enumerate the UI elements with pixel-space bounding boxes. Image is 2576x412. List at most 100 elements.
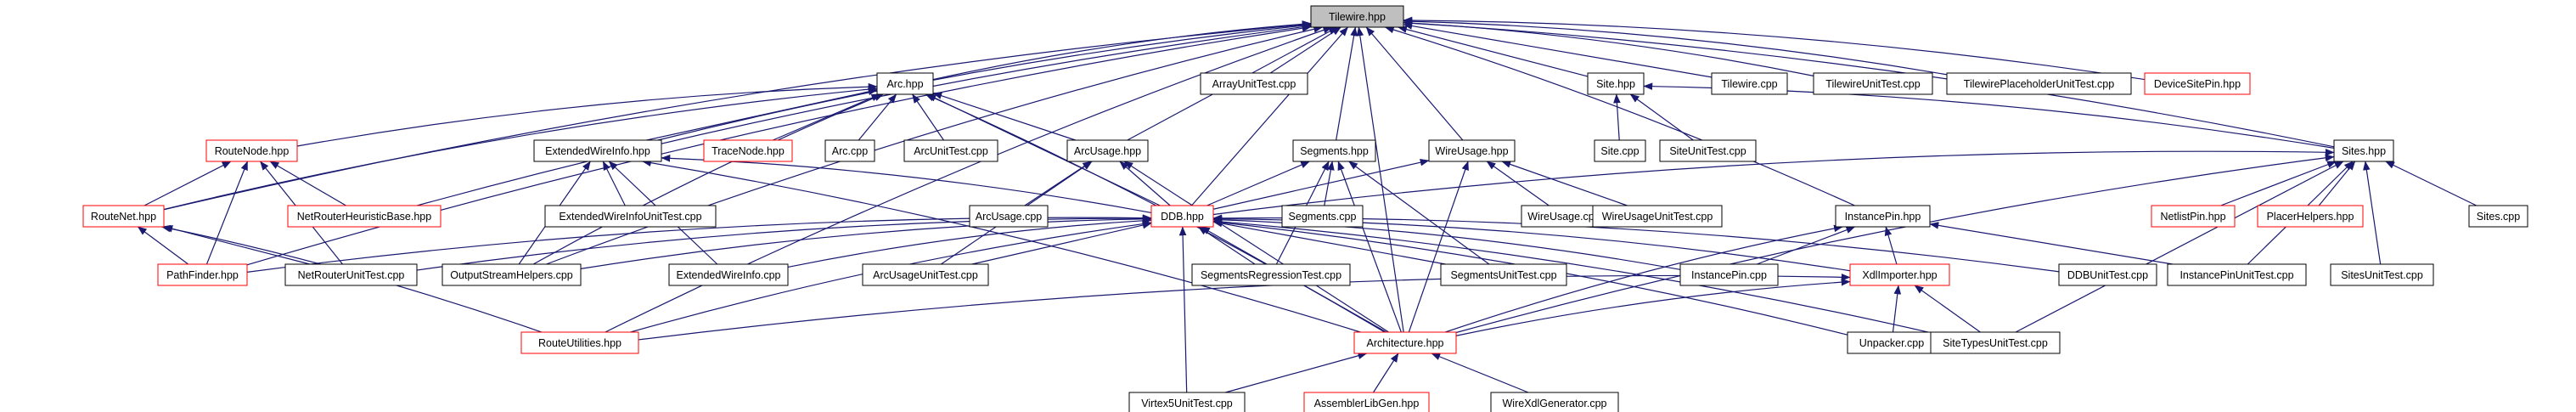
node-label: Segments.hpp bbox=[1300, 145, 1369, 157]
edge-extendedwireinfo_hpp-to-tilewire_hpp bbox=[657, 21, 1312, 141]
node-extendedwireinfo-cpp[interactable]: ExtendedWireInfo.cpp bbox=[668, 263, 789, 286]
node-label: WireUsage.cpp bbox=[1527, 211, 1600, 223]
edge-tracenode_hpp-to-arc_hpp bbox=[773, 93, 881, 141]
node-ddbunittest-cpp[interactable]: DDBUnitTest.cpp bbox=[2058, 263, 2157, 286]
edge-architecture_hpp-to-segments_hpp bbox=[1337, 161, 1402, 333]
edge-routenet_hpp-to-tilewire_hpp bbox=[163, 20, 1312, 211]
edge-sitesunittest_cpp-to-sites_hpp bbox=[2363, 161, 2382, 265]
node-box bbox=[533, 139, 662, 162]
edge-segmentsunittest_cpp-to-segments_hpp bbox=[1348, 161, 1490, 265]
node-instancepinunittest-cpp[interactable]: InstancePinUnitTest.cpp bbox=[2167, 263, 2307, 286]
node-box bbox=[1353, 331, 1457, 354]
edge-routenode_hpp-to-arc_hpp bbox=[296, 82, 878, 147]
node-box bbox=[157, 263, 248, 286]
edge-sitetypesunittest_cpp-to-sites_hpp bbox=[2015, 161, 2344, 333]
node-tilewireunittest-cpp[interactable]: TilewireUnitTest.cpp bbox=[1813, 72, 1933, 95]
node-box bbox=[1847, 331, 1937, 354]
node-sites-cpp[interactable]: Sites.cpp bbox=[2468, 205, 2528, 228]
node-arc-hpp[interactable]: Arc.hpp bbox=[876, 72, 934, 95]
node-box bbox=[520, 331, 639, 354]
edge-ddb_hpp-to-tilewire_hpp bbox=[1191, 26, 1348, 206]
node-box bbox=[1066, 139, 1149, 162]
node-netrouterheuristicbase-hpp[interactable]: NetRouterHeuristicBase.hpp bbox=[287, 205, 442, 228]
node-siteunittest-cpp[interactable]: SiteUnitTest.cpp bbox=[1659, 139, 1757, 162]
node-box bbox=[1946, 72, 2132, 95]
node-segmentsunittest-cpp[interactable]: SegmentsUnitTest.cpp bbox=[1440, 263, 1567, 286]
node-site-cpp[interactable]: Site.cpp bbox=[1594, 139, 1646, 162]
node-routenode-hpp[interactable]: RouteNode.hpp bbox=[205, 139, 298, 162]
node-devicesitepin-hpp[interactable]: DeviceSitePin.hpp bbox=[2144, 72, 2251, 95]
node-box bbox=[1191, 263, 1351, 286]
node-segmentsregressiontest-cpp[interactable]: SegmentsRegressionTest.cpp bbox=[1191, 263, 1351, 286]
node-box bbox=[1592, 205, 1723, 228]
node-tilewire-cpp[interactable]: Tilewire.cpp bbox=[1711, 72, 1788, 95]
edge-tilewireplaceholderunittest_cpp-to-tilewire_hpp bbox=[1403, 17, 1948, 76]
node-arcusageunittest-cpp[interactable]: ArcUsageUnitTest.cpp bbox=[862, 263, 989, 286]
edge-netlistpin_hpp-to-sites_hpp bbox=[2220, 161, 2337, 206]
node-box bbox=[1813, 72, 1933, 95]
node-tracenode-hpp[interactable]: TraceNode.hpp bbox=[703, 139, 793, 162]
node-wirexdlgenerator-cpp[interactable]: WireXdlGenerator.cpp bbox=[1490, 392, 1619, 412]
node-box bbox=[284, 263, 418, 286]
edge-instancepin_cpp-to-ddb_hpp bbox=[1212, 216, 1681, 270]
node-ddb-hpp[interactable]: DDB.hpp bbox=[1150, 205, 1214, 228]
edge-extendedwireinfounittest_cpp-to-extendedwireinfo_hpp bbox=[602, 161, 626, 206]
node-arcusage-hpp[interactable]: ArcUsage.hpp bbox=[1066, 139, 1149, 162]
node-routeutilities-hpp[interactable]: RouteUtilities.hpp bbox=[520, 331, 639, 354]
edge-routenet_hpp-to-routenode_hpp bbox=[143, 161, 232, 206]
node-assemblerlibgen-hpp[interactable]: AssemblerLibGen.hpp bbox=[1303, 392, 1430, 412]
node-box bbox=[1428, 139, 1516, 162]
node-extendedwireinfounittest-cpp[interactable]: ExtendedWireInfoUnitTest.cpp bbox=[544, 205, 717, 228]
node-segments-cpp[interactable]: Segments.cpp bbox=[1281, 205, 1364, 228]
node-arcunittest-cpp[interactable]: ArcUnitTest.cpp bbox=[903, 139, 998, 162]
node-instancepin-hpp[interactable]: InstancePin.hpp bbox=[1835, 205, 1931, 228]
node-wireusageunittest-cpp[interactable]: WireUsageUnitTest.cpp bbox=[1592, 205, 1723, 228]
node-arc-cpp[interactable]: Arc.cpp bbox=[824, 139, 875, 162]
node-tilewire-hpp[interactable]: Tilewire.hpp bbox=[1310, 5, 1404, 28]
node-label: RouteNet.hpp bbox=[91, 211, 156, 223]
node-arrayunittest-cpp[interactable]: ArrayUnitTest.cpp bbox=[1200, 72, 1308, 95]
node-label: ExtendedWireInfo.hpp bbox=[545, 145, 650, 157]
node-tilewireplaceholderunittest-cpp[interactable]: TilewirePlaceholderUnitTest.cpp bbox=[1946, 72, 2132, 95]
node-placerhelpers-hpp[interactable]: PlacerHelpers.hpp bbox=[2257, 205, 2364, 228]
node-instancepin-cpp[interactable]: InstancePin.cpp bbox=[1679, 263, 1779, 286]
node-unpacker-cpp[interactable]: Unpacker.cpp bbox=[1847, 331, 1937, 354]
node-xdlimporter-hpp[interactable]: XdlImporter.hpp bbox=[1849, 263, 1950, 286]
edge-arcusage_hpp-to-arc_hpp bbox=[932, 92, 1076, 141]
node-virtex5unittest-cpp[interactable]: Virtex5UnitTest.cpp bbox=[1128, 392, 1246, 412]
node-sites-hpp[interactable]: Sites.hpp bbox=[2333, 139, 2394, 162]
edge-arrayunittest_cpp-to-tilewire_hpp bbox=[1269, 26, 1341, 74]
node-sitesunittest-cpp[interactable]: SitesUnitTest.cpp bbox=[2330, 263, 2434, 286]
node-netlistpin-hpp[interactable]: NetlistPin.hpp bbox=[2151, 205, 2236, 228]
node-box bbox=[2257, 205, 2364, 228]
node-routenet-hpp[interactable]: RouteNet.hpp bbox=[82, 205, 165, 228]
node-outputstreamhelpers-cpp[interactable]: OutputStreamHelpers.cpp bbox=[442, 263, 582, 286]
node-label: Site.cpp bbox=[1600, 145, 1639, 157]
edge-segments_hpp-to-tilewire_hpp bbox=[1336, 26, 1358, 141]
node-box bbox=[2468, 205, 2528, 228]
node-site-hpp[interactable]: Site.hpp bbox=[1587, 72, 1645, 95]
node-pathfinder-hpp[interactable]: PathFinder.hpp bbox=[157, 263, 248, 286]
node-netrouterunittest-cpp[interactable]: NetRouterUnitTest.cpp bbox=[284, 263, 418, 286]
node-box bbox=[1849, 263, 1950, 286]
node-box bbox=[876, 72, 934, 95]
node-label: WireUsageUnitTest.cpp bbox=[1602, 211, 1713, 223]
node-segments-hpp[interactable]: Segments.hpp bbox=[1292, 139, 1376, 162]
node-sitetypesunittest-cpp[interactable]: SiteTypesUnitTest.cpp bbox=[1930, 331, 2061, 354]
node-label: WireUsage.hpp bbox=[1435, 145, 1508, 157]
edge-sites_hpp-to-site_hpp bbox=[1643, 82, 2335, 149]
edge-virtex5unittest_cpp-to-architecture_hpp bbox=[1225, 352, 1368, 393]
node-wireusage-cpp[interactable]: WireUsage.cpp bbox=[1521, 205, 1607, 228]
node-extendedwireinfo-hpp[interactable]: ExtendedWireInfo.hpp bbox=[533, 139, 662, 162]
node-arcusage-cpp[interactable]: ArcUsage.cpp bbox=[969, 205, 1049, 228]
edge-assemblerlibgen_hpp-to-architecture_hpp bbox=[1373, 353, 1399, 393]
edge-outputstreamhelpers_cpp-to-arc_hpp bbox=[532, 93, 884, 265]
node-architecture-hpp[interactable]: Architecture.hpp bbox=[1353, 331, 1457, 354]
edge-segmentsunittest_cpp-to-ddb_hpp bbox=[1212, 219, 1446, 265]
node-wireusage-hpp[interactable]: WireUsage.hpp bbox=[1428, 139, 1516, 162]
node-label: DDBUnitTest.cpp bbox=[2067, 269, 2148, 281]
node-box bbox=[1281, 205, 1364, 228]
node-label: ArcUsage.hpp bbox=[1074, 145, 1141, 157]
node-box bbox=[2144, 72, 2251, 95]
